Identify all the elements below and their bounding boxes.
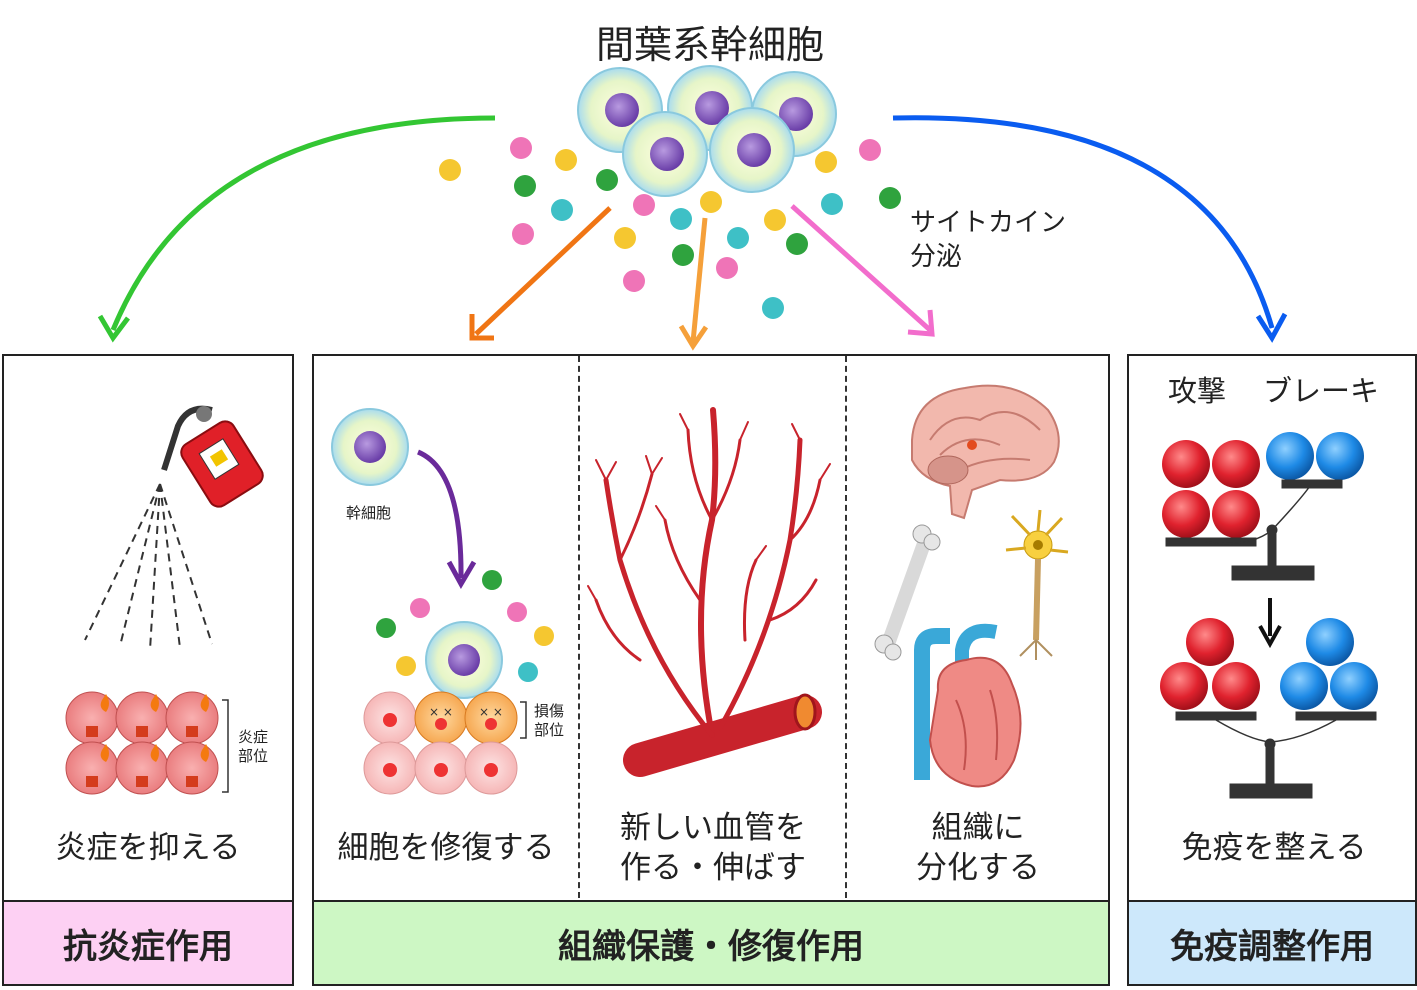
- immune-caption: 免疫を整える: [1181, 830, 1367, 866]
- bone-icon: [874, 524, 941, 661]
- blood-vessel-icon: [587, 407, 831, 777]
- secretion-label-line1: サイトカイン: [910, 208, 1067, 238]
- panel-divider-2: [845, 356, 847, 898]
- attack-label: 攻撃: [1168, 374, 1227, 408]
- vessel-caption-line2: 作る・伸ばす: [620, 850, 806, 886]
- cytokine-secretion-label: サイトカイン 分泌: [910, 206, 1066, 274]
- brain-icon: [911, 384, 1060, 520]
- immune-bottom-red-cluster: [1160, 618, 1260, 710]
- stem-cell-label: 幹細胞: [346, 504, 392, 522]
- inflamed-cells: [65, 691, 229, 795]
- repair-cytokines: [376, 570, 554, 682]
- heart-icon: [914, 623, 1022, 788]
- immune-top-red-cluster: [1162, 440, 1260, 538]
- svg-text:× ×: × ×: [429, 705, 453, 719]
- damage-site-line2: 部位: [534, 721, 565, 739]
- damage-site-line1: 損傷: [534, 702, 565, 720]
- neuron-icon: [1005, 509, 1069, 660]
- inflammation-site-line1: 炎症: [238, 728, 269, 746]
- repair-stem-cell: [331, 408, 409, 486]
- diagram-title: 間葉系幹細胞: [595, 23, 824, 67]
- damage-site-label: 損傷 部位: [534, 702, 564, 740]
- arrow-to-immune: [892, 115, 1288, 343]
- balance-scale-bottom-icon: [1175, 711, 1377, 799]
- arrow-to-differentiation: [790, 204, 935, 337]
- immune-bottom-blue-cluster: [1280, 618, 1378, 710]
- footer-tissue-protection: 組織保護・修復作用: [312, 900, 1110, 986]
- arrow-to-vessel: [678, 217, 709, 351]
- inflammation-site-label: 炎症 部位: [238, 728, 268, 766]
- diff-caption-line1: 組織に: [931, 810, 1025, 846]
- differentiation-caption: 組織に 分化する: [848, 808, 1108, 888]
- balance-scale-top-icon: [1165, 479, 1343, 581]
- vessel-caption: 新しい血管を 作る・伸ばす: [582, 808, 844, 888]
- brake-label: ブレーキ: [1263, 374, 1380, 408]
- arrow-to-repair: [469, 206, 612, 341]
- fire-extinguisher-icon: [161, 405, 264, 508]
- repair-caption: 細胞を修復する: [337, 830, 555, 866]
- arrow-to-anti-inflammatory: [97, 115, 496, 343]
- footer-anti-inflammatory: 抗炎症作用: [2, 900, 294, 986]
- inflammation-site-line2: 部位: [238, 747, 269, 765]
- down-arrow-icon: [1258, 598, 1282, 649]
- secretion-label-line2: 分泌: [910, 242, 963, 272]
- spray-lines: [84, 483, 213, 651]
- cytokine-particles: [439, 137, 901, 319]
- anti-inflammatory-caption: 炎症を抑える: [55, 830, 241, 866]
- immune-top-blue-cluster: [1266, 432, 1364, 480]
- vessel-caption-line1: 新しい血管を: [620, 810, 806, 846]
- stem-cell-cluster: [577, 65, 837, 197]
- footer-immune: 免疫調整作用: [1127, 900, 1417, 986]
- repairing-stem-cell: [425, 621, 503, 699]
- repair-arrow: [416, 449, 477, 590]
- panel-divider-1: [578, 356, 580, 898]
- tissue-cells: × × × ×: [363, 691, 527, 795]
- svg-text:× ×: × ×: [479, 705, 503, 719]
- diff-caption-line2: 分化する: [916, 850, 1040, 886]
